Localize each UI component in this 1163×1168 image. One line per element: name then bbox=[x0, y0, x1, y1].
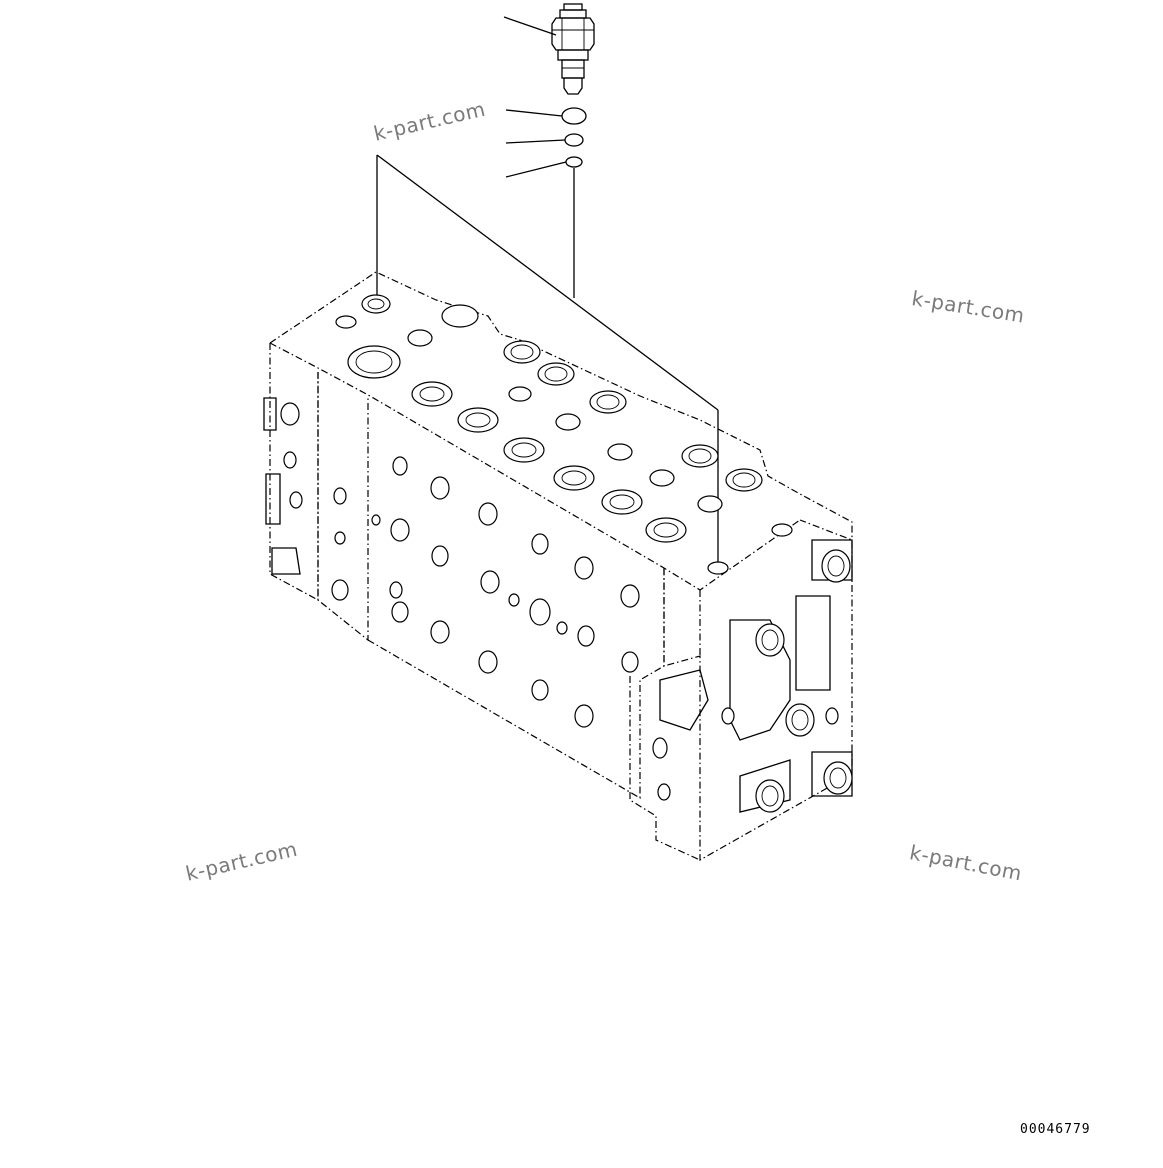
o-ring-large bbox=[561, 107, 587, 125]
o-ring-small bbox=[565, 156, 583, 168]
o-ring-medium bbox=[564, 133, 584, 147]
assembly-lines bbox=[376, 154, 719, 565]
control-valve-body bbox=[263, 271, 853, 862]
callout-lines bbox=[503, 16, 567, 178]
drawing-number: 00046779 bbox=[1020, 1122, 1091, 1137]
front-face-holes bbox=[280, 402, 671, 801]
end-bores bbox=[721, 549, 853, 813]
top-ports bbox=[335, 294, 793, 575]
valve-cartridge bbox=[551, 3, 595, 95]
